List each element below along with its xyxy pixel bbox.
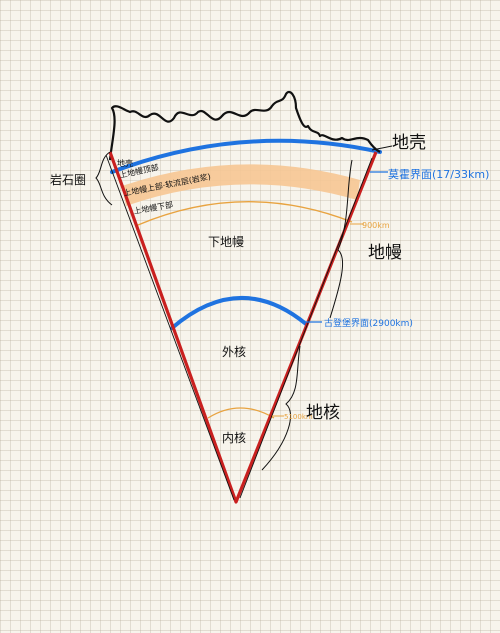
core-label: 地核: [306, 403, 340, 423]
mantle-bracket: [329, 159, 353, 319]
wedge-sketch-left: [105, 154, 235, 501]
mantle-label: 地幔: [368, 243, 402, 263]
depth-900-label: 900km: [362, 221, 390, 230]
crust-pointer: [371, 145, 393, 151]
core-bracket: [261, 345, 301, 471]
crust-label: 地壳: [392, 133, 426, 153]
outer-core-label: 外核: [222, 345, 246, 359]
moho-interface-line: [110, 138, 382, 174]
crust-surface-outline: [108, 90, 381, 161]
depth-5100-label: 5100km: [284, 413, 313, 421]
asthenosphere-band: [122, 164, 360, 206]
lower-mantle-label: 下地幔: [208, 234, 244, 249]
moho-label: 莫霍界面(17/33km): [388, 168, 489, 181]
gutenberg-interface-line: [170, 296, 308, 330]
inner-core-label: 内核: [222, 431, 246, 445]
lithosphere-bracket: [95, 151, 113, 206]
depth-900-arc: [137, 201, 353, 226]
depth-5100-arc: [207, 407, 275, 419]
gutenberg-label: 古登堡界面(2900km): [324, 317, 413, 329]
wedge-sketch-right: [239, 157, 373, 499]
crust-inner-label: 地壳: [117, 158, 133, 168]
lithosphere-label: 岩石圈: [50, 172, 86, 187]
